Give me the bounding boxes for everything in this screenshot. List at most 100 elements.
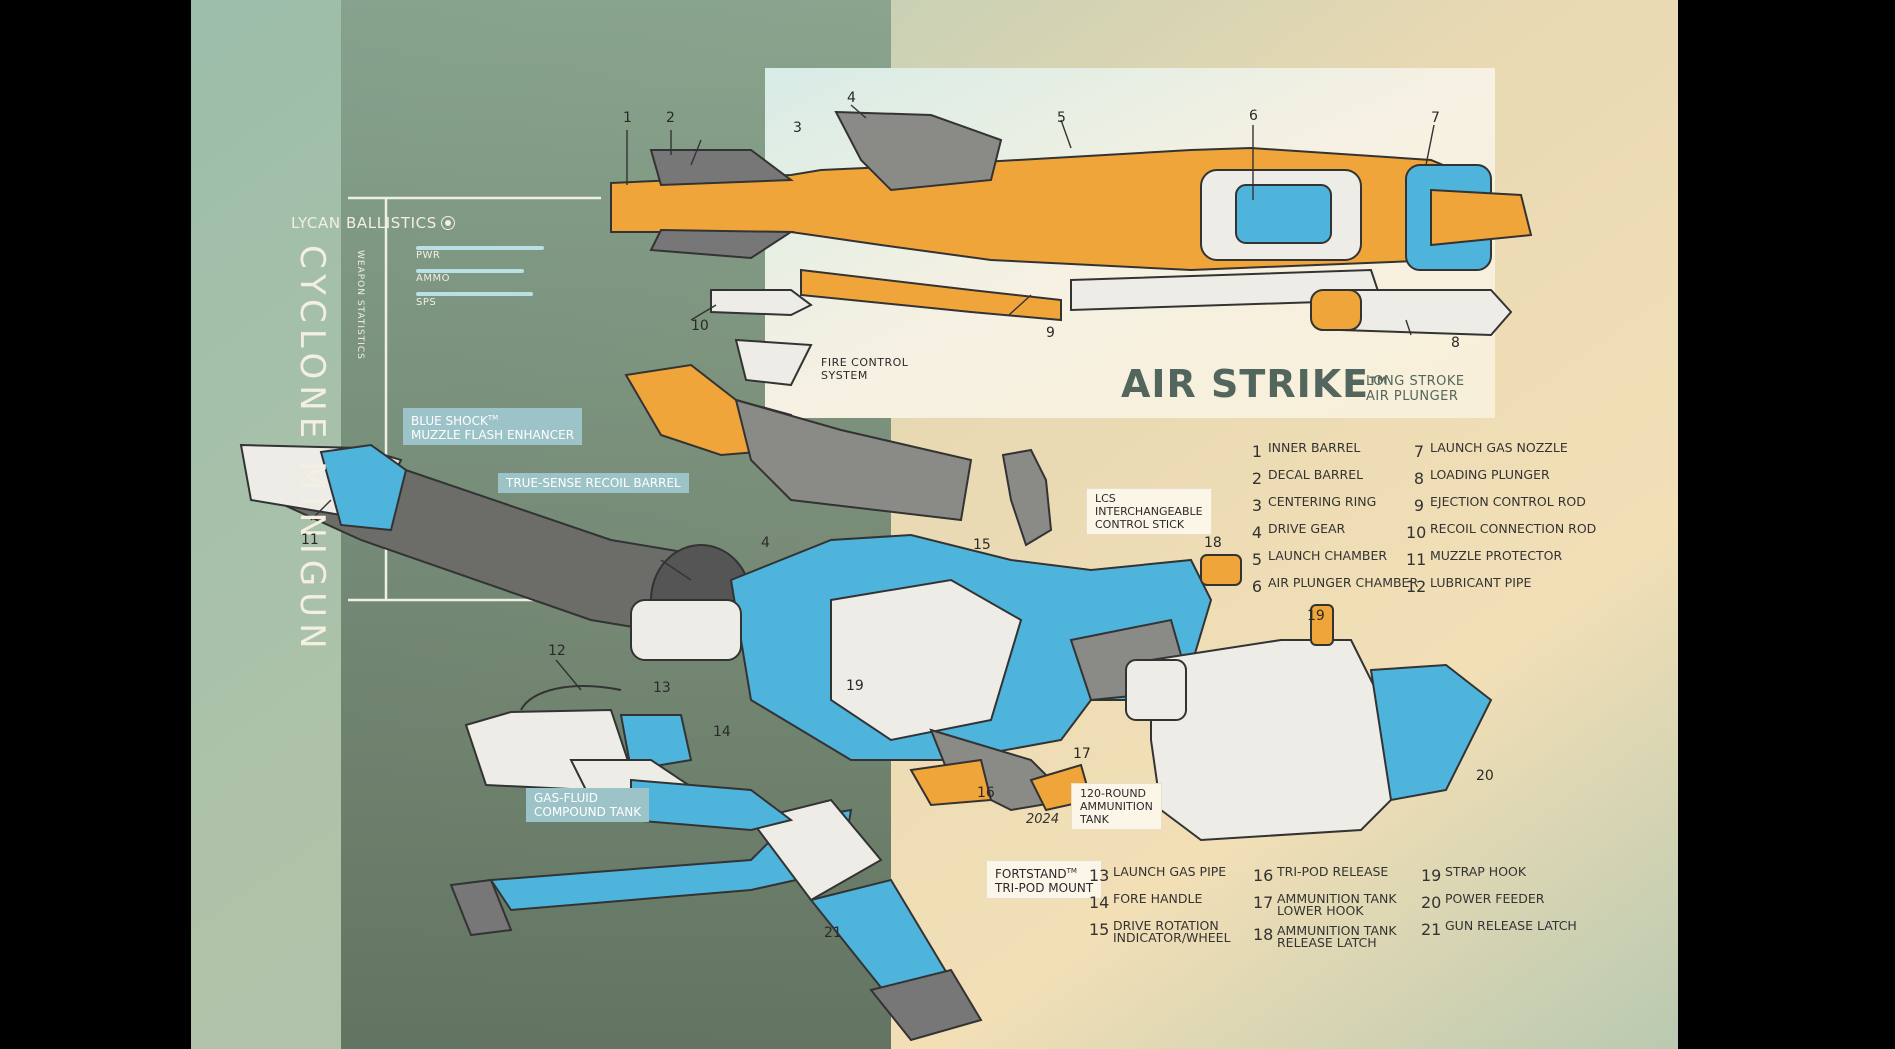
ammo-tank-line1: 120-ROUND xyxy=(1080,787,1147,800)
legend-label: TRI-POD RELEASE xyxy=(1277,864,1389,879)
blueprint-artwork: LYCAN BALLISTICS CYCLONE MINIGUN WEAPON … xyxy=(191,0,1678,1049)
legend-label: AIR PLUNGER CHAMBER xyxy=(1268,575,1419,590)
legend-number: 4 xyxy=(1251,523,1262,542)
marker-15: 15 xyxy=(973,537,991,553)
legend-number: 1 xyxy=(1251,442,1262,461)
legend-label: FORE HANDLE xyxy=(1113,891,1203,906)
legend-number: 19 xyxy=(1421,866,1442,885)
marker-8: 8 xyxy=(1451,335,1460,351)
legend-item: 7 LAUNCH GAS NOZZLE xyxy=(1406,440,1606,461)
blue-shock-callout: BLUE SHOCKTM MUZZLE FLASH ENHANCER xyxy=(403,408,583,445)
gas-fluid-line1: GAS-FLUID xyxy=(534,791,599,805)
blue-shock-line2: MUZZLE FLASH ENHANCER xyxy=(411,428,575,442)
legend-label: CENTERING RING xyxy=(1268,494,1377,509)
brand-header: LYCAN BALLISTICS xyxy=(291,214,455,232)
legend-number: 3 xyxy=(1251,496,1262,515)
legend-number: 10 xyxy=(1406,523,1427,542)
stat-pwr-bar xyxy=(416,246,544,250)
ammo-tank-line3: TANK xyxy=(1080,813,1109,826)
fortstand-line2: TRI-POD MOUNT xyxy=(995,881,1094,895)
marker-10: 10 xyxy=(691,318,709,334)
legend-number: 6 xyxy=(1251,577,1262,596)
air-strike-subtitle: LONG STROKE AIR PLUNGER xyxy=(1366,374,1465,404)
minigun-body xyxy=(239,443,1242,812)
legend-number: 21 xyxy=(1421,920,1442,939)
fortstand-line1: FORTSTAND xyxy=(995,867,1067,881)
legend-label: RECOIL CONNECTION ROD xyxy=(1430,521,1597,536)
gas-fluid-line2: COMPOUND TANK xyxy=(534,805,642,819)
marker-5: 5 xyxy=(1057,110,1066,126)
ammo-tank-callout: 120-ROUND AMMUNITION TANK xyxy=(1071,783,1162,830)
fire-control-system xyxy=(624,338,973,522)
lcs-line3: CONTROL STICK xyxy=(1095,518,1185,531)
marker-21: 21 xyxy=(824,925,842,941)
legend-label: LAUNCH GAS NOZZLE xyxy=(1430,440,1568,455)
legend-number: 17 xyxy=(1253,893,1274,912)
marker-16: 16 xyxy=(977,785,995,801)
ammunition-tank xyxy=(1125,604,1493,842)
legend-item: 4 DRIVE GEAR xyxy=(1244,521,1424,542)
legend-number: 16 xyxy=(1253,866,1274,885)
fire-control-callout: FIRE CONTROL SYSTEM xyxy=(821,356,908,382)
legend-number: 11 xyxy=(1406,550,1427,569)
legend-item: 6 AIR PLUNGER CHAMBER xyxy=(1244,575,1424,596)
marker-18: 18 xyxy=(1204,535,1222,551)
marker-4: 4 xyxy=(847,90,856,106)
ammo-tank-line2: AMMUNITION xyxy=(1080,800,1153,813)
legend-number: 20 xyxy=(1421,893,1442,912)
legend-item: 5 LAUNCH CHAMBER xyxy=(1244,548,1424,569)
legend-label: AMMUNITION TANK RELEASE LATCH xyxy=(1277,923,1397,950)
background-canvas xyxy=(191,0,1678,1049)
marker-14: 14 xyxy=(713,724,731,740)
weapon-name: CYCLONE MINIGUN xyxy=(292,245,332,655)
tm-mark: TM xyxy=(487,414,499,422)
legend-number: 9 xyxy=(1413,496,1424,515)
tm-mark: TM xyxy=(1066,867,1077,875)
air-strike-name: AIR STRIKE xyxy=(1121,362,1370,406)
fire-control-line1: FIRE CONTROL xyxy=(821,356,909,369)
legend-item: 9 EJECTION CONTROL ROD xyxy=(1406,494,1606,515)
legend-label: LOADING PLUNGER xyxy=(1430,467,1550,482)
legend-label: LUBRICANT PIPE xyxy=(1430,575,1532,590)
air-strike-subtitle-2: AIR PLUNGER xyxy=(1366,389,1459,404)
stat-label: AMMO xyxy=(416,273,450,284)
lcs-control-stick xyxy=(1001,448,1053,547)
legend-number: 2 xyxy=(1251,469,1262,488)
legend-number: 7 xyxy=(1413,442,1424,461)
legend-number: 12 xyxy=(1406,577,1427,596)
gas-fluid-callout: GAS-FLUID COMPOUND TANK xyxy=(526,788,650,822)
legend-number: 5 xyxy=(1251,550,1262,569)
stat-label: PWR xyxy=(416,250,441,261)
legend-label: INNER BARREL xyxy=(1268,440,1361,455)
legend-label: DRIVE GEAR xyxy=(1268,521,1346,536)
legend-label: LAUNCH CHAMBER xyxy=(1268,548,1388,563)
marker-17: 17 xyxy=(1073,746,1091,762)
lcs-line1: LCS xyxy=(1095,492,1116,505)
legend-number: 18 xyxy=(1253,925,1274,944)
legend-label: AMMUNITION TANK LOWER HOOK xyxy=(1277,891,1397,918)
stats-heading: WEAPON STATISTICS xyxy=(355,250,365,360)
marker-9: 9 xyxy=(1046,325,1055,341)
stat-sps-bar xyxy=(416,292,533,296)
stat-label: SPS xyxy=(416,297,437,308)
air-strike-title: AIR STRIKETM xyxy=(1121,362,1388,406)
marker-6: 6 xyxy=(1249,108,1258,124)
marker-11: 11 xyxy=(301,532,319,548)
legend-label: EJECTION CONTROL ROD xyxy=(1430,494,1586,509)
legend-label: POWER FEEDER xyxy=(1445,891,1545,906)
legend-item: 1 INNER BARREL xyxy=(1244,440,1424,461)
air-strike-subtitle-1: LONG STROKE xyxy=(1366,374,1465,389)
lcs-line2: INTERCHANGEABLE xyxy=(1095,505,1203,518)
